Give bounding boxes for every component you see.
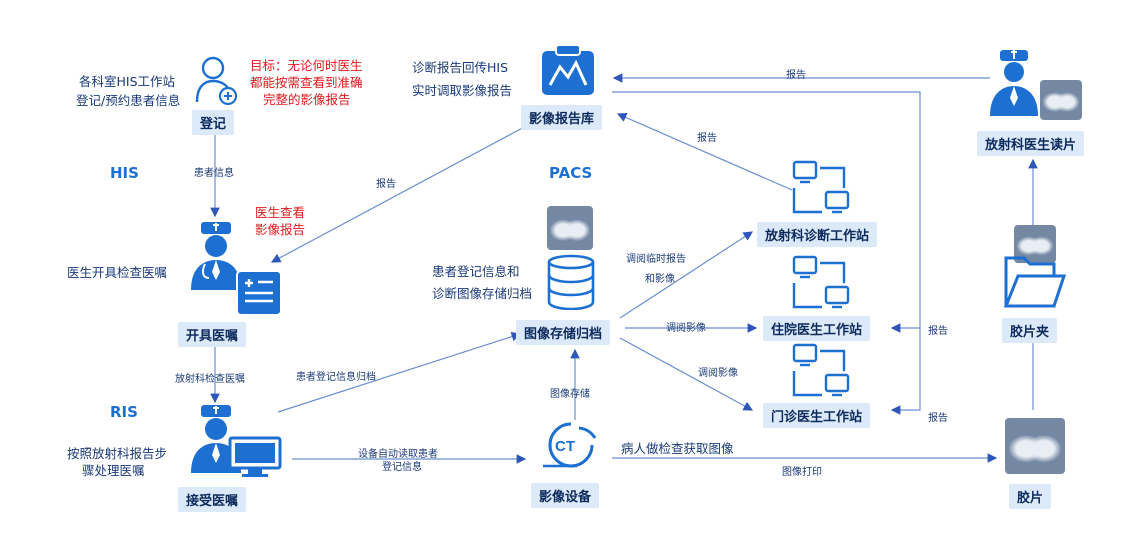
doctor-order-text: 医生开具检查医嘱 xyxy=(67,265,168,280)
computer-monitor-icon xyxy=(228,436,282,477)
doctor-view-text-2: 影像报告 xyxy=(255,222,306,237)
issue-order-label: 开具医嘱 xyxy=(178,322,247,347)
section-pacs: PACS xyxy=(549,164,593,182)
goal-text-3: 完整的影像报告 xyxy=(263,92,351,107)
report-back-text-2: 实时调取影像报告 xyxy=(412,83,513,98)
accept-order-label: 接受医嘱 xyxy=(178,487,247,512)
edge-device-read-2: 登记信息 xyxy=(382,462,422,473)
database-icon xyxy=(547,254,595,310)
ris-process-text-1: 按照放射科报告步 xyxy=(67,446,168,461)
folder-icon xyxy=(1004,256,1066,308)
edge-view-images-inpatient: 调阅影像 xyxy=(666,323,706,334)
his-registration-text: 登记/预约患者信息 xyxy=(76,93,181,108)
edge-temp-report-2: 和影像 xyxy=(645,274,675,285)
xray-film-icon xyxy=(1005,418,1065,474)
report-back-text-1: 诊断报告回传HIS xyxy=(412,60,509,75)
edge-report-from-radiologist: 报告 xyxy=(786,70,806,81)
edge-patient-info: 患者信息 xyxy=(194,168,234,179)
ct-scanner-icon: CT xyxy=(543,422,597,468)
edge-registration-archive: 患者登记信息归档 xyxy=(296,372,376,383)
medical-order-icon xyxy=(236,270,282,316)
edge-report-from-station: 报告 xyxy=(697,133,717,144)
section-his: HIS xyxy=(110,164,139,182)
section-ris: RIS xyxy=(110,403,138,421)
patient-exam-text: 病人做检查获取图像 xyxy=(621,441,734,456)
register-label: 登记 xyxy=(192,110,235,135)
edge-report-outpatient: 报告 xyxy=(928,413,948,424)
archive-desc-text-1: 患者登记信息和 xyxy=(432,264,520,279)
xray-image-icon xyxy=(547,206,593,250)
edge-temp-report-1: 调阅临时报告 xyxy=(626,254,686,265)
edge-image-print: 图像打印 xyxy=(782,467,822,478)
report-library-label: 影像报告库 xyxy=(521,105,603,130)
his-workstation-text: 各科室HIS工作站 xyxy=(79,74,176,89)
doctor-icon xyxy=(191,222,241,290)
edge-view-images-outpatient: 调阅影像 xyxy=(698,368,738,379)
svg-text:CT: CT xyxy=(555,438,575,455)
edge-radiology-order: 放射科检查医嘱 xyxy=(175,374,245,385)
ris-process-text-2: 骤处理医嘱 xyxy=(82,463,145,478)
xray-image-icon xyxy=(1040,80,1082,120)
ris-doctor-icon xyxy=(191,405,241,473)
network-workstation-icon xyxy=(792,343,850,397)
inpatient-station-label: 住院医生工作站 xyxy=(763,316,871,341)
edge-report-to-order: 报告 xyxy=(376,179,396,190)
register-user-icon xyxy=(195,56,238,106)
doctor-view-text-1: 医生查看 xyxy=(255,205,306,220)
outpatient-station-label: 门诊医生工作站 xyxy=(763,403,871,428)
edge-device-read-1: 设备自动读取患者 xyxy=(358,449,438,460)
edge-report-inpatient: 报告 xyxy=(928,326,948,337)
film-folder-label: 胶片夹 xyxy=(1002,318,1058,343)
radiology-station-label: 放射科诊断工作站 xyxy=(757,222,878,247)
radiologist-read-label: 放射科医生读片 xyxy=(977,131,1085,156)
archive-desc-text-2: 诊断图像存储归档 xyxy=(432,286,533,301)
report-library-icon xyxy=(542,45,594,95)
goal-text-1: 目标：无论何时医生 xyxy=(250,58,363,73)
edge-image-store: 图像存储 xyxy=(550,389,590,400)
film-label: 胶片 xyxy=(1009,484,1052,509)
network-workstation-icon xyxy=(792,255,850,309)
goal-text-2: 都能按需查看到准确 xyxy=(250,75,363,90)
imaging-device-label: 影像设备 xyxy=(531,483,600,508)
network-workstation-icon xyxy=(792,160,850,214)
radiologist-icon xyxy=(990,50,1038,116)
image-archive-label: 图像存储归档 xyxy=(516,320,611,345)
